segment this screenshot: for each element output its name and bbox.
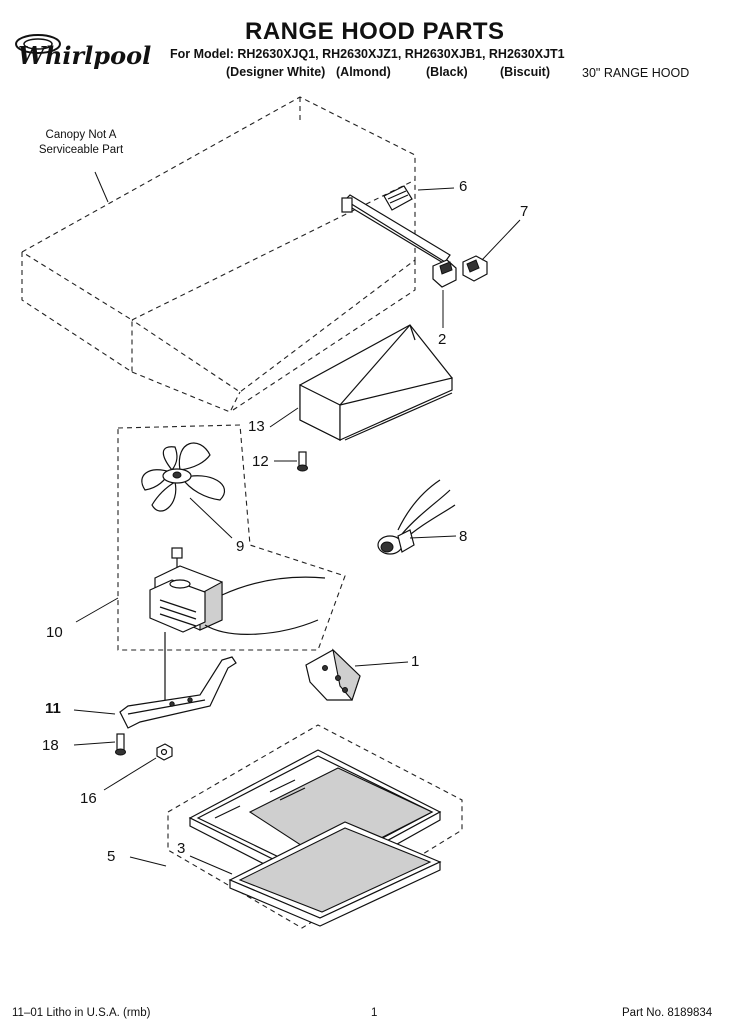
callout-10: 10 [46, 624, 63, 641]
callout-13: 13 [248, 418, 265, 435]
callout-8: 8 [459, 528, 468, 545]
svg-text:Whirlpool: Whirlpool [18, 41, 151, 70]
filter-assembly-outline [167, 724, 463, 929]
litho-note: 11–01 Litho in U.S.A. (rmb) [12, 1007, 151, 1019]
callout-3: 3 [177, 840, 186, 857]
part-6-lens [383, 185, 413, 211]
callout-11: 11 [45, 700, 61, 717]
part-13-blower-housing [299, 324, 453, 441]
part-16-nut [156, 743, 173, 761]
whirlpool-logo: Whirlpool [8, 24, 158, 76]
color-black: (Black) [426, 65, 468, 79]
callout-18: 18 [42, 737, 59, 754]
callout-6: 6 [459, 178, 468, 195]
part-18-screw [115, 733, 126, 756]
product-subtitle: 30" RANGE HOOD [582, 66, 690, 80]
part-1-bracket [305, 648, 361, 702]
model-list: For Model: RH2630XJQ1, RH2630XJZ1, RH263… [170, 47, 565, 61]
callout-2: 2 [438, 331, 447, 348]
part-9-fan-blade [141, 442, 226, 512]
color-designer-white: (Designer White) [226, 65, 326, 79]
part-10-motor [149, 547, 326, 680]
part-7-knob [462, 255, 488, 282]
part-11-bracket [119, 656, 237, 729]
page-number: 1 [371, 1007, 378, 1019]
color-biscuit: (Biscuit) [500, 65, 550, 79]
switch-bar [341, 194, 451, 265]
part-12-screw [297, 451, 308, 472]
canopy-outline [21, 96, 416, 413]
page-title: RANGE HOOD PARTS [245, 18, 505, 45]
part-3-mesh-filter [228, 821, 442, 927]
canopy-note: Canopy Not A Serviceable Part [38, 129, 124, 156]
leader-lines [73, 171, 521, 875]
callout-9: 9 [236, 538, 245, 555]
callout-7: 7 [520, 203, 529, 220]
callout-16: 16 [80, 790, 97, 807]
callout-5: 5 [107, 848, 116, 865]
part-number: Part No. 8189834 [622, 1007, 713, 1019]
callout-12: 12 [252, 453, 269, 470]
part-2-switch [432, 259, 457, 288]
motor-assembly-outline [117, 424, 346, 651]
color-almond: (Almond) [336, 65, 391, 79]
part-8-connector [377, 479, 456, 555]
callout-1: 1 [411, 653, 420, 670]
